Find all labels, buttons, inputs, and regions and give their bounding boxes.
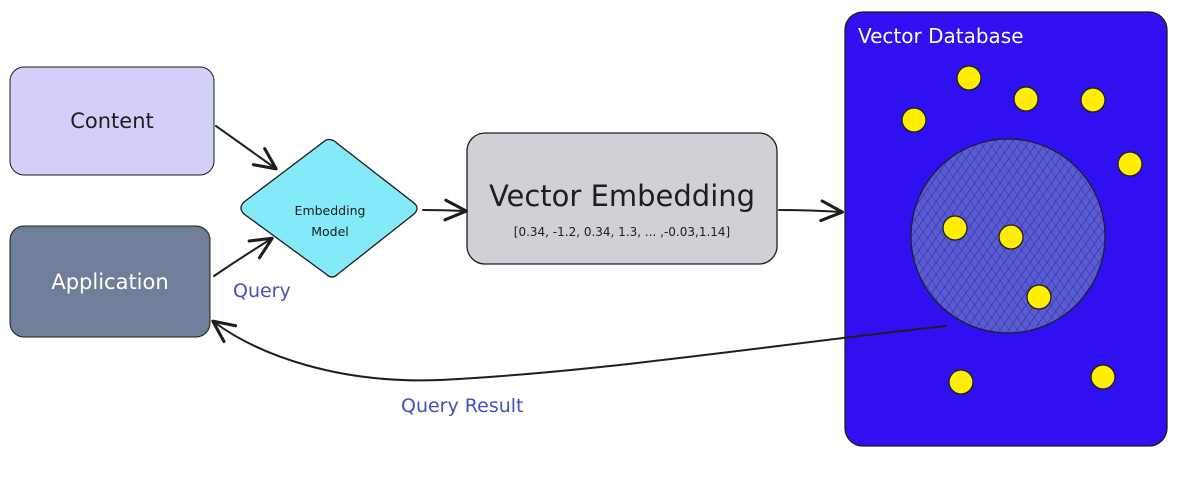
application-node: Application [9,225,211,338]
vector-embedding-title: Vector Embedding [489,179,755,213]
vector-embedding-node: Vector Embedding [0.34, -1.2, 0.34, 1.3,… [466,132,778,265]
vector-point [998,224,1024,250]
vector-database-node: Vector Database [844,11,1168,447]
edge-model-to-embedding [422,198,468,222]
edge-database-to-application [211,319,947,382]
vector-point [1117,151,1143,177]
embedding-model-node: Embedding Model [240,138,418,278]
vector-point [942,215,968,241]
vector-point [956,65,982,91]
vector-point [901,107,927,133]
edge-application-to-model [213,236,274,277]
vector-database-label: Vector Database [858,24,1024,48]
vector-embedding-values: [0.34, -1.2, 0.34, 1.3, ... ,-0.03,1.14] [514,225,730,239]
embedding-model-label-line2: Model [311,224,349,239]
content-label: Content [70,109,154,133]
query-result-label: Query Result [401,395,524,417]
edges [211,125,947,382]
edge-embedding-to-database [778,199,844,223]
vector-point [1080,87,1106,113]
vector-point [948,369,974,395]
vector-point [1013,86,1039,112]
vector-point [1026,284,1052,310]
edge-content-to-model [215,125,278,171]
vector-points [901,65,1143,395]
content-node: Content [9,66,215,176]
query-label: Query [233,280,291,302]
vector-point [1090,364,1116,390]
application-label: Application [51,270,168,294]
embedding-model-label-line1: Embedding [295,203,366,218]
